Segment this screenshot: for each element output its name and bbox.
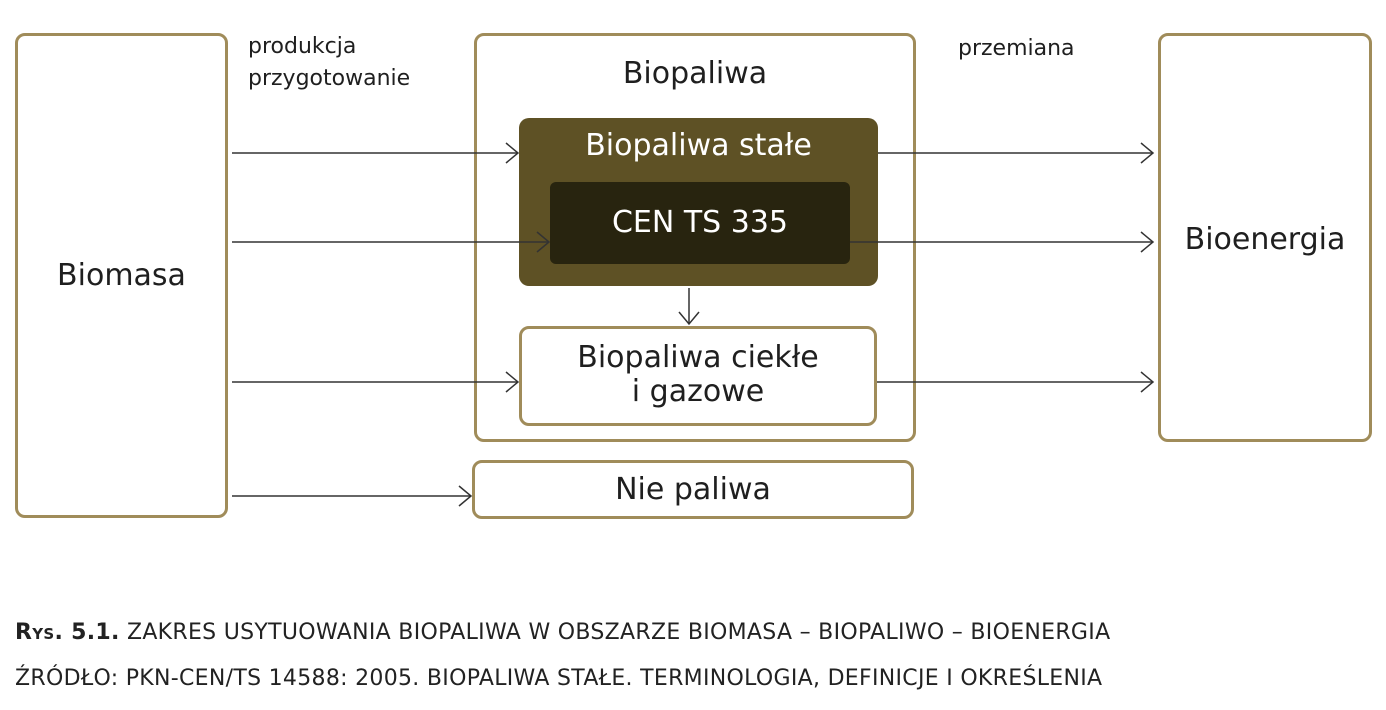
nie-paliwa-box — [472, 460, 914, 519]
biopaliwa-stale-label: Biopaliwa stałe — [585, 128, 812, 163]
biopaliwa-ciekle-label: Biopaliwa ciekłe i gazowe — [519, 341, 877, 409]
arrowhead-biomasa-ciekle — [505, 371, 520, 393]
bioenergia-label: Bioenergia — [1184, 222, 1346, 257]
arrowhead-stale-bioenergia — [1140, 142, 1155, 164]
biopaliwa-label: Biopaliwa — [622, 56, 768, 91]
arrowhead-ciekle-bioenergia — [1140, 371, 1155, 393]
caption-prefix: Rys. 5.1. — [15, 620, 120, 645]
arrowhead-stale-ciekle — [678, 311, 700, 326]
caption-title: ZAKRES USYTUOWANIA BIOPALIWA W OBSZARZE … — [126, 620, 1111, 645]
caption-line2: ŹRÓDŁO: PKN-CEN/TS 14588: 2005. BIOPALIW… — [15, 666, 1103, 691]
biopaliwa-ciekle-box — [519, 326, 877, 426]
bioenergia-box — [1158, 33, 1372, 442]
caption-line1: Rys. 5.1. ZAKRES USYTUOWANIA BIOPALIWA W… — [15, 620, 1110, 645]
biomasa-label: Biomasa — [57, 258, 186, 293]
biopaliwa-ciekle-line2: i gazowe — [631, 374, 765, 409]
biopaliwa-ciekle-line1: Biopaliwa ciekłe — [577, 340, 819, 375]
cen-ts-label: CEN TS 335 — [611, 205, 789, 240]
cen-ts-box — [550, 182, 850, 264]
produkcja-label: produkcja — [248, 34, 357, 59]
arrowhead-biomasa-cen — [536, 231, 551, 253]
nie-paliwa-label: Nie paliwa — [615, 472, 771, 507]
arrowhead-biomasa-nie-paliwa — [458, 485, 473, 507]
przygotowanie-label: przygotowanie — [248, 66, 411, 91]
biomasa-box — [15, 33, 228, 518]
przemiana-label: przemiana — [958, 36, 1075, 61]
arrowhead-cen-bioenergia — [1140, 231, 1155, 253]
arrowhead-biomasa-stale — [505, 142, 520, 164]
